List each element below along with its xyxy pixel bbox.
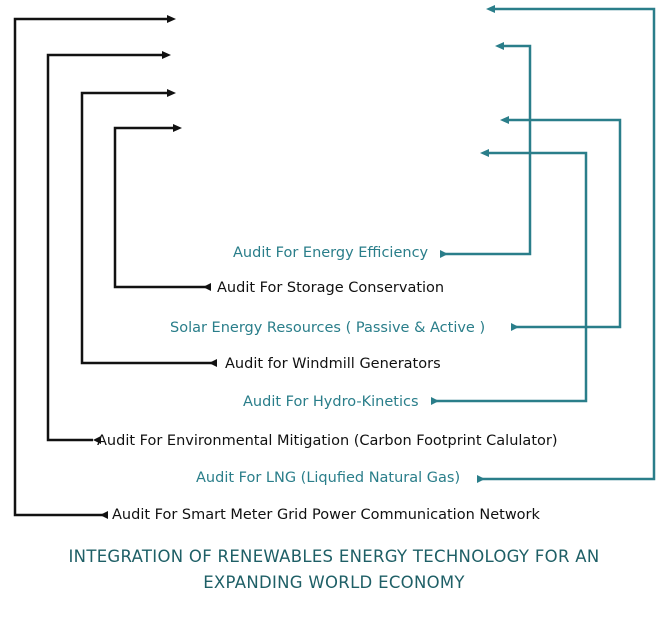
caption-line-1: INTEGRATION OF RENEWABLES ENERGY TECHNOL… [68, 547, 600, 566]
arrowhead-icon [167, 89, 176, 97]
connector-solar [504, 118, 622, 329]
label-lng: Audit For LNG (Liqufied Natural Gas) [196, 470, 461, 486]
label-energy-efficiency: Audit For Energy Efficiency [233, 245, 429, 261]
arrowhead-icon [495, 42, 504, 50]
caption-line-2: EXPANDING WORLD ECONOMY [203, 573, 465, 592]
arrowhead-icon [203, 283, 211, 291]
label-storage-conservation: Audit For Storage Conservation [217, 280, 445, 296]
arrowhead-icon [477, 475, 485, 483]
arrowhead-icon [162, 51, 171, 59]
arrowhead-icon [93, 436, 101, 444]
label-environmental: Audit For Environmental Mitigation (Carb… [97, 433, 558, 449]
arrowhead-icon [431, 397, 439, 405]
arrowhead-icon [511, 323, 519, 331]
connector-hydro [434, 151, 588, 403]
connector-smart-meter [13, 17, 172, 517]
label-hydro-kinetics: Audit For Hydro-Kinetics [243, 394, 419, 410]
arrowhead-icon [209, 359, 217, 367]
label-smart-meter: Audit For Smart Meter Grid Power Communi… [112, 507, 540, 523]
label-solar-energy: Solar Energy Resources ( Passive & Activ… [170, 320, 486, 336]
arrowhead-icon [440, 250, 448, 258]
connector-storage [113, 126, 210, 289]
connector-environmental [46, 53, 167, 442]
arrowhead-icon [100, 511, 108, 519]
connector-energy-efficiency [443, 44, 532, 256]
arrowhead-icon [500, 116, 509, 124]
arrowhead-icon [173, 124, 182, 132]
connector-lng [480, 7, 656, 481]
arrowhead-icon [167, 15, 176, 23]
arrowhead-icon [486, 5, 495, 13]
label-windmill: Audit for Windmill Generators [225, 356, 441, 372]
connector-windmill [80, 91, 216, 365]
arrowhead-icon [480, 149, 489, 157]
